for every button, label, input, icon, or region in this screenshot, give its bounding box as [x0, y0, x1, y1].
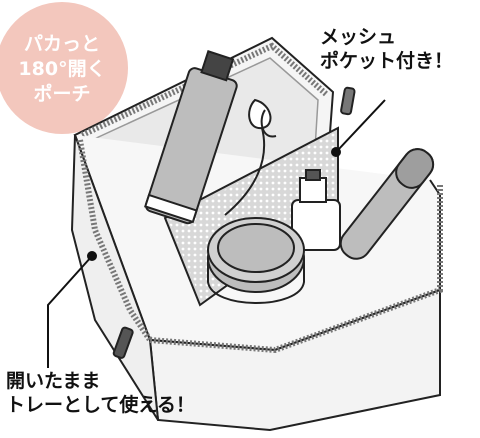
badge-line-2: 180°開く [18, 58, 105, 80]
badge-line-3: ポーチ [33, 82, 90, 105]
pouch-left-face [70, 134, 159, 421]
mesh-callout-line-2: ポケット付き！ [320, 49, 454, 72]
badge-line-1: パカっと [24, 33, 100, 55]
mesh-pocket-callout: メッシュ ポケット付き！ [320, 26, 480, 74]
pouch-contents [144, 50, 435, 304]
feature-badge: パカっと 180°開く ポーチ [0, 2, 128, 134]
leader-tray [47, 255, 93, 368]
lip-balm-icon [339, 148, 435, 260]
tube-icon [144, 50, 238, 225]
leader-lines [47, 99, 386, 368]
zipper-pull-icon [112, 86, 356, 359]
front-zipper [149, 185, 443, 354]
earphones-icon [224, 98, 277, 216]
lid-zipper [80, 42, 328, 138]
mesh-callout-line-1: メッシュ [320, 26, 397, 48]
compact-icon [207, 217, 305, 304]
left-zipper [77, 139, 153, 342]
tray-callout: 開いたまま トレーとして使える！ [6, 370, 266, 418]
leader-mesh-dot [331, 147, 341, 157]
leader-mesh [337, 99, 386, 151]
leader-tray-dot [87, 251, 97, 261]
bottle-icon [291, 169, 341, 251]
tray-callout-line-2: トレーとして使える！ [6, 393, 195, 416]
badge-circle [0, 2, 128, 134]
tray-callout-line-1: 開いたまま [6, 370, 101, 392]
